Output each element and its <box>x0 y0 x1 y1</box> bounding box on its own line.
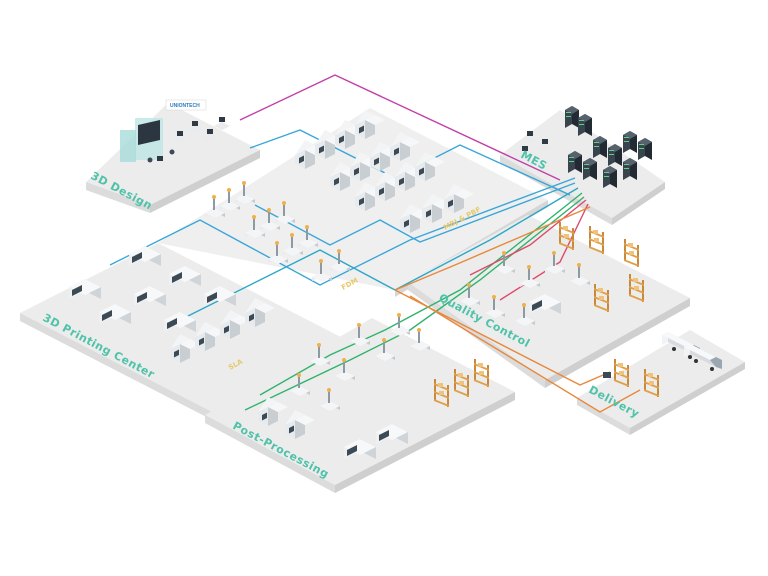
connection-lines <box>109 74 641 413</box>
line-delivery <box>394 289 611 386</box>
line-delivery-2 <box>409 295 641 413</box>
company-logo: UNIONTECH <box>170 103 200 109</box>
line-printing-to-mes <box>109 177 576 286</box>
delivery-equipment <box>603 332 722 397</box>
line-quality-to-mes-2 <box>499 203 589 301</box>
line-post-to-mes <box>259 192 583 396</box>
line-design-to-mes <box>239 74 561 181</box>
line-quality-to-mes <box>469 199 587 276</box>
design-office: UNIONTECH <box>120 99 230 169</box>
line-delivery-to-mes <box>394 206 591 291</box>
line-fdm-to-mes <box>254 182 576 246</box>
platform-post-processing <box>205 318 515 493</box>
